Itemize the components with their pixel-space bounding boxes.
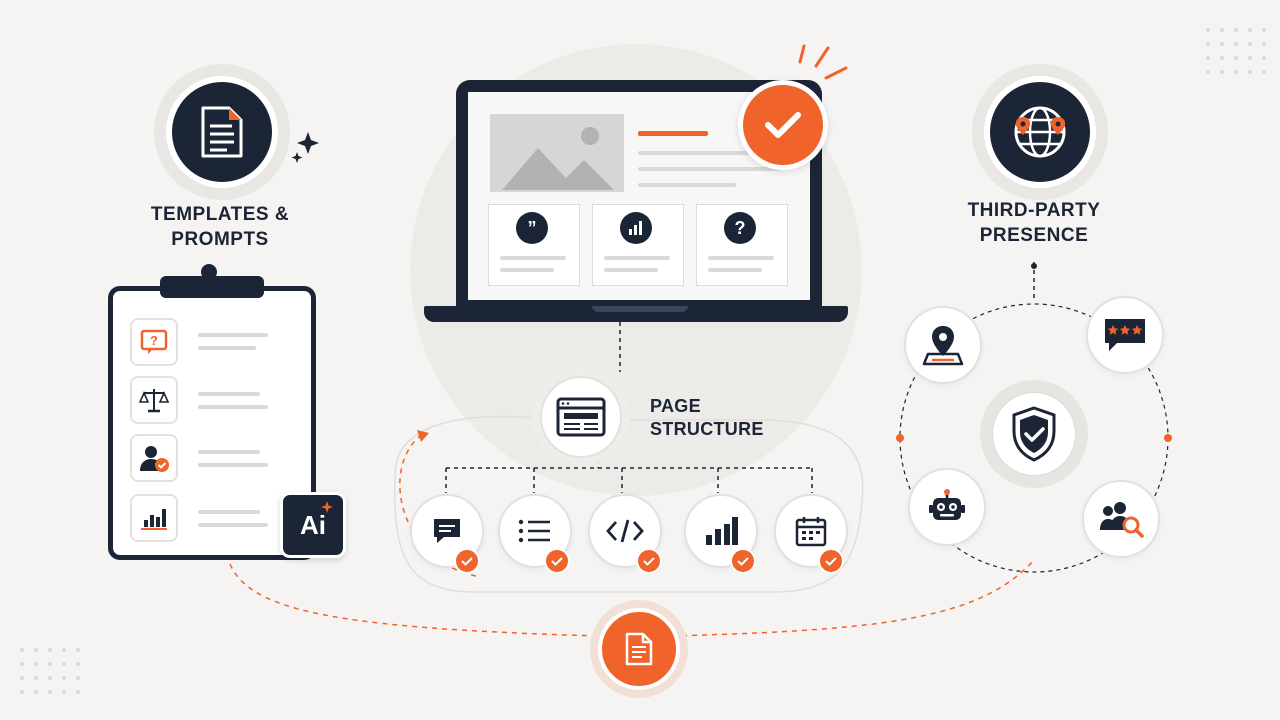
- scale-icon: [130, 376, 178, 424]
- screen-accent-line: [638, 131, 708, 136]
- check-badge-icon: [544, 548, 570, 574]
- clip-row-line: [198, 523, 268, 527]
- screen-text-line: [500, 268, 554, 272]
- clip-row-line: [198, 510, 260, 514]
- question-mark-icon: ?: [724, 212, 756, 244]
- image-placeholder-icon: [490, 114, 624, 192]
- laptop-check-icon: [738, 80, 828, 170]
- list-icon: [498, 494, 572, 568]
- question-icon: ?: [130, 318, 178, 366]
- clip-row-line: [198, 333, 268, 337]
- page-structure-label: PAGE STRUCTURE: [650, 395, 764, 441]
- screen-text-line: [708, 268, 762, 272]
- check-badge-icon: [730, 548, 756, 574]
- screen-text-line: [638, 183, 736, 187]
- clipboard-clip-knob: [201, 264, 217, 280]
- users-search-icon: [1082, 480, 1160, 558]
- clip-row-line: [198, 450, 260, 454]
- third-party-presence-label: THIRD-PARTY PRESENCE: [934, 198, 1134, 248]
- check-badge-icon: [636, 548, 662, 574]
- quote-icon: ”: [516, 212, 548, 244]
- user-check-icon: [130, 434, 178, 482]
- templates-document-icon: [166, 76, 278, 188]
- screen-text-line: [638, 167, 780, 171]
- screen-text-line: [604, 268, 658, 272]
- page-structure-line2: STRUCTURE: [650, 419, 764, 439]
- clip-row-line: [198, 405, 268, 409]
- sparkle-icon: [321, 501, 333, 513]
- screen-text-line: [500, 256, 566, 260]
- ai-badge: Ai: [280, 492, 346, 558]
- page-structure-line1: PAGE: [650, 396, 701, 416]
- screen-text-line: [604, 256, 670, 260]
- screen-text-line: [638, 151, 750, 155]
- bar-chart-icon: [130, 494, 178, 542]
- check-badge-icon: [454, 548, 480, 574]
- clipboard-clip: [160, 276, 264, 298]
- shield-check-icon: [992, 392, 1076, 476]
- browser-layout-icon: [540, 376, 622, 458]
- check-badge-icon: [818, 548, 844, 574]
- chart-icon: [620, 212, 652, 244]
- ai-badge-text: Ai: [300, 509, 326, 540]
- clip-row-line: [198, 463, 268, 467]
- globe-pin-icon: [984, 76, 1096, 188]
- clip-row-line: [198, 346, 256, 350]
- bottom-document-icon: [598, 608, 680, 690]
- templates-label-line1: TEMPLATES &: [150, 204, 290, 225]
- map-pin-icon: [904, 306, 982, 384]
- templates-prompts-label: TEMPLATES & PROMPTS: [120, 202, 320, 252]
- svg-text:?: ?: [150, 333, 158, 348]
- robot-icon: [908, 468, 986, 546]
- clip-row-line: [198, 392, 260, 396]
- third-party-line2: PRESENCE: [979, 225, 1089, 246]
- third-party-line1: THIRD-PARTY: [967, 200, 1101, 221]
- laptop-base: [424, 306, 848, 322]
- review-stars-icon: [1086, 296, 1164, 374]
- shield-backdrop: [980, 380, 1088, 488]
- laptop-notch: [592, 306, 688, 312]
- templates-label-line2: PROMPTS: [171, 229, 269, 250]
- calendar-icon: [774, 494, 848, 568]
- screen-text-line: [708, 256, 774, 260]
